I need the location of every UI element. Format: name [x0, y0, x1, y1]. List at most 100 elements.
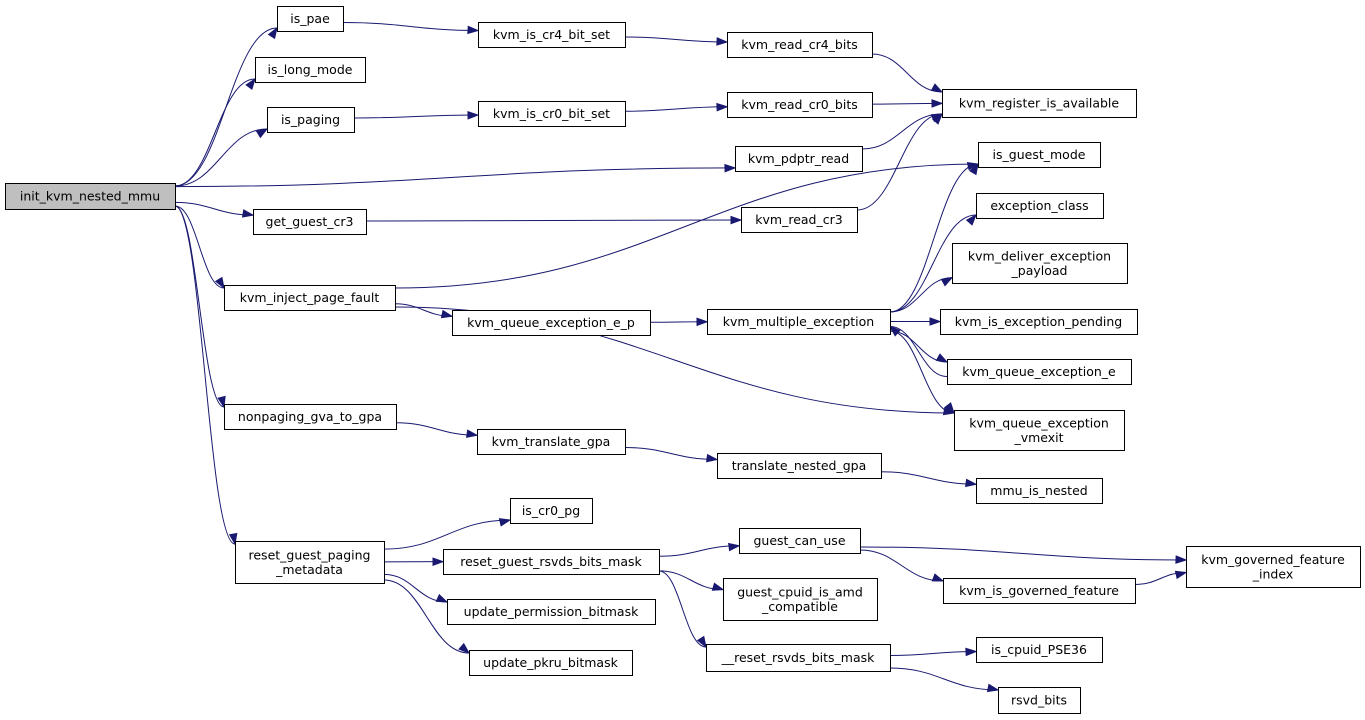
node-label: kvm_governed_feature — [1201, 552, 1345, 567]
node-update-pkru-bitmask[interactable]: update_pkru_bitmask — [469, 650, 633, 676]
node-guest-cpuid-is-amd-compatible[interactable]: guest_cpuid_is_amd_compatible — [723, 578, 878, 621]
node-box — [943, 578, 1136, 604]
node-label: kvm_queue_exception_e — [962, 364, 1116, 379]
node-reset-guest-paging-metadata[interactable]: reset_guest_paging_metadata — [235, 541, 385, 584]
node-box — [739, 528, 861, 554]
node-label: kvm_register_is_available — [959, 96, 1119, 111]
node-kvm-read-cr0-bits[interactable]: kvm_read_cr0_bits — [727, 92, 873, 118]
node-rsvd-bits[interactable]: rsvd_bits — [998, 687, 1081, 714]
edge-reset-rsvds-bits-mask-to-rsvd-bits — [889, 667, 1000, 693]
node-label: kvm_queue_exception — [969, 415, 1109, 430]
node-is-cr0-pg[interactable]: is_cr0_pg — [510, 498, 593, 524]
node-label: _metadata — [275, 562, 343, 577]
node-label: kvm_multiple_exception — [723, 314, 874, 329]
node-box — [976, 478, 1103, 504]
node-init[interactable]: init_kvm_nested_mmu — [5, 183, 176, 210]
edge-is-pae-to-kvm-is-cr4-bit-set — [342, 22, 480, 35]
node-label: _compatible — [761, 599, 838, 614]
edge-kvm-read-cr3-to-kvm-register-is-available — [856, 112, 943, 211]
node-box — [707, 309, 891, 335]
edge-kvm-multiple-exception-to-kvm-queue-exception-vmexit — [889, 330, 955, 415]
node-box — [452, 310, 651, 336]
node-is-cpuid-pse36[interactable]: is_cpuid_PSE36 — [976, 637, 1103, 663]
call-nodes: init_kvm_nested_mmu is_pae is_long_mode is_… — [5, 6, 1361, 714]
node-box — [976, 193, 1104, 219]
node-box — [976, 637, 1103, 663]
node-kvm-governed-feature-index[interactable]: kvm_governed_feature_index — [1186, 546, 1361, 588]
edge-init-to-is-long-mode — [174, 77, 256, 187]
node-box — [998, 687, 1081, 714]
node-kvm-is-cr4-bit-set[interactable]: kvm_is_cr4_bit_set — [478, 22, 626, 48]
node-box — [1186, 546, 1361, 588]
node-kvm-queue-exception-e-p[interactable]: kvm_queue_exception_e_p — [452, 310, 651, 336]
edge-kvm-read-cr0-bits-to-kvm-register-is-available — [871, 99, 944, 108]
node-kvm-is-governed-feature[interactable]: kvm_is_governed_feature — [943, 578, 1136, 604]
node-label: get_guest_cr3 — [266, 214, 354, 229]
node-label: kvm_read_cr3 — [755, 212, 842, 227]
node-box — [224, 285, 396, 311]
node-nonpaging-gva-to-gpa[interactable]: nonpaging_gva_to_gpa — [224, 404, 397, 430]
node-label: is_cpuid_PSE36 — [991, 642, 1087, 657]
edge-init-to-get-guest-cr3 — [174, 201, 255, 218]
node-reset-guest-rsvds-bits-mask[interactable]: reset_guest_rsvds_bits_mask — [443, 549, 660, 575]
node-box — [706, 644, 891, 672]
node-kvm-pdptr-read[interactable]: kvm_pdptr_read — [735, 146, 863, 172]
node-kvm-queue-exception-e[interactable]: kvm_queue_exception_e — [947, 359, 1132, 385]
node-kvm-read-cr3[interactable]: kvm_read_cr3 — [741, 207, 858, 233]
node-box — [253, 209, 367, 235]
node-label: kvm_is_exception_pending — [955, 314, 1122, 329]
node-label: __reset_rsvds_bits_mask — [721, 650, 876, 665]
edge-kvm-multiple-exception-to-kvm-queue-exception-e — [889, 330, 949, 363]
edge-reset-guest-paging-metadata-to-is-cr0-pg — [383, 518, 512, 550]
node-box — [978, 142, 1101, 168]
node-label: guest_can_use — [753, 533, 845, 548]
node-label: _payload — [1011, 263, 1068, 278]
edge-reset-guest-rsvds-bits-mask-to-guest-cpuid-is-amd-compatible — [658, 570, 725, 591]
node-reset-rsvds-bits-mask[interactable]: __reset_rsvds_bits_mask — [706, 644, 891, 672]
edge-kvm-inject-page-fault-to-kvm-queue-exception-e-p — [394, 303, 454, 319]
node-is-paging[interactable]: is_paging — [267, 107, 355, 133]
edge-kvm-multiple-exception-to-kvm-is-exception-pending — [890, 317, 942, 326]
node-is-long-mode[interactable]: is_long_mode — [255, 57, 366, 83]
node-guest-can-use[interactable]: guest_can_use — [739, 528, 861, 554]
node-kvm-translate-gpa[interactable]: kvm_translate_gpa — [477, 429, 626, 455]
node-box — [954, 410, 1125, 451]
node-kvm-queue-exception-vmexit[interactable]: kvm_queue_exception_vmexit — [954, 410, 1125, 451]
edge-kvm-multiple-exception-to-is-guest-mode — [889, 162, 979, 313]
node-kvm-register-is-available[interactable]: kvm_register_is_available — [942, 89, 1137, 118]
node-exception-class[interactable]: exception_class — [976, 193, 1104, 219]
node-label: reset_guest_rsvds_bits_mask — [460, 554, 642, 569]
node-update-permission-bitmask[interactable]: update_permission_bitmask — [447, 599, 656, 625]
node-box — [947, 359, 1132, 385]
node-kvm-is-cr0-bit-set[interactable]: kvm_is_cr0_bit_set — [478, 101, 626, 127]
node-label: rsvd_bits — [1011, 693, 1067, 708]
edge-kvm-multiple-exception-to-exception-class — [889, 213, 977, 313]
node-label: kvm_read_cr4_bits — [741, 37, 858, 52]
node-mmu-is-nested[interactable]: mmu_is_nested — [976, 478, 1103, 504]
node-box — [741, 207, 858, 233]
node-label: update_permission_bitmask — [464, 604, 639, 619]
edge-nonpaging-gva-to-gpa-to-kvm-translate-gpa — [395, 422, 479, 438]
node-label: kvm_translate_gpa — [492, 434, 611, 449]
node-kvm-deliver-exception-payload[interactable]: kvm_deliver_exception_payload — [952, 243, 1128, 284]
node-kvm-inject-page-fault[interactable]: kvm_inject_page_fault — [224, 285, 396, 311]
edge-reset-guest-rsvds-bits-mask-to-reset-rsvds-bits-mask — [658, 570, 707, 649]
node-get-guest-cr3[interactable]: get_guest_cr3 — [253, 209, 367, 235]
node-box — [224, 404, 397, 430]
node-box — [235, 541, 385, 584]
edge-kvm-is-cr4-bit-set-to-kvm-read-cr4-bits — [624, 36, 729, 46]
node-kvm-multiple-exception[interactable]: kvm_multiple_exception — [707, 309, 891, 335]
node-box — [727, 32, 873, 58]
node-label: reset_guest_paging — [249, 547, 371, 562]
edge-kvm-pdptr-read-to-kvm-register-is-available — [861, 113, 944, 150]
edge-init-to-is-paging — [174, 128, 269, 187]
node-kvm-read-cr4-bits[interactable]: kvm_read_cr4_bits — [727, 32, 873, 58]
node-kvm-is-exception-pending[interactable]: kvm_is_exception_pending — [940, 309, 1138, 335]
node-box — [5, 183, 176, 210]
node-box — [277, 6, 344, 32]
edge-init-to-nonpaging-gva-to-gpa — [174, 205, 226, 409]
node-translate-nested-gpa[interactable]: translate_nested_gpa — [717, 453, 882, 479]
node-is-guest-mode[interactable]: is_guest_mode — [978, 142, 1101, 168]
node-is-pae[interactable]: is_pae — [277, 6, 344, 32]
edge-kvm-queue-exception-e-p-to-kvm-multiple-exception — [649, 317, 709, 327]
